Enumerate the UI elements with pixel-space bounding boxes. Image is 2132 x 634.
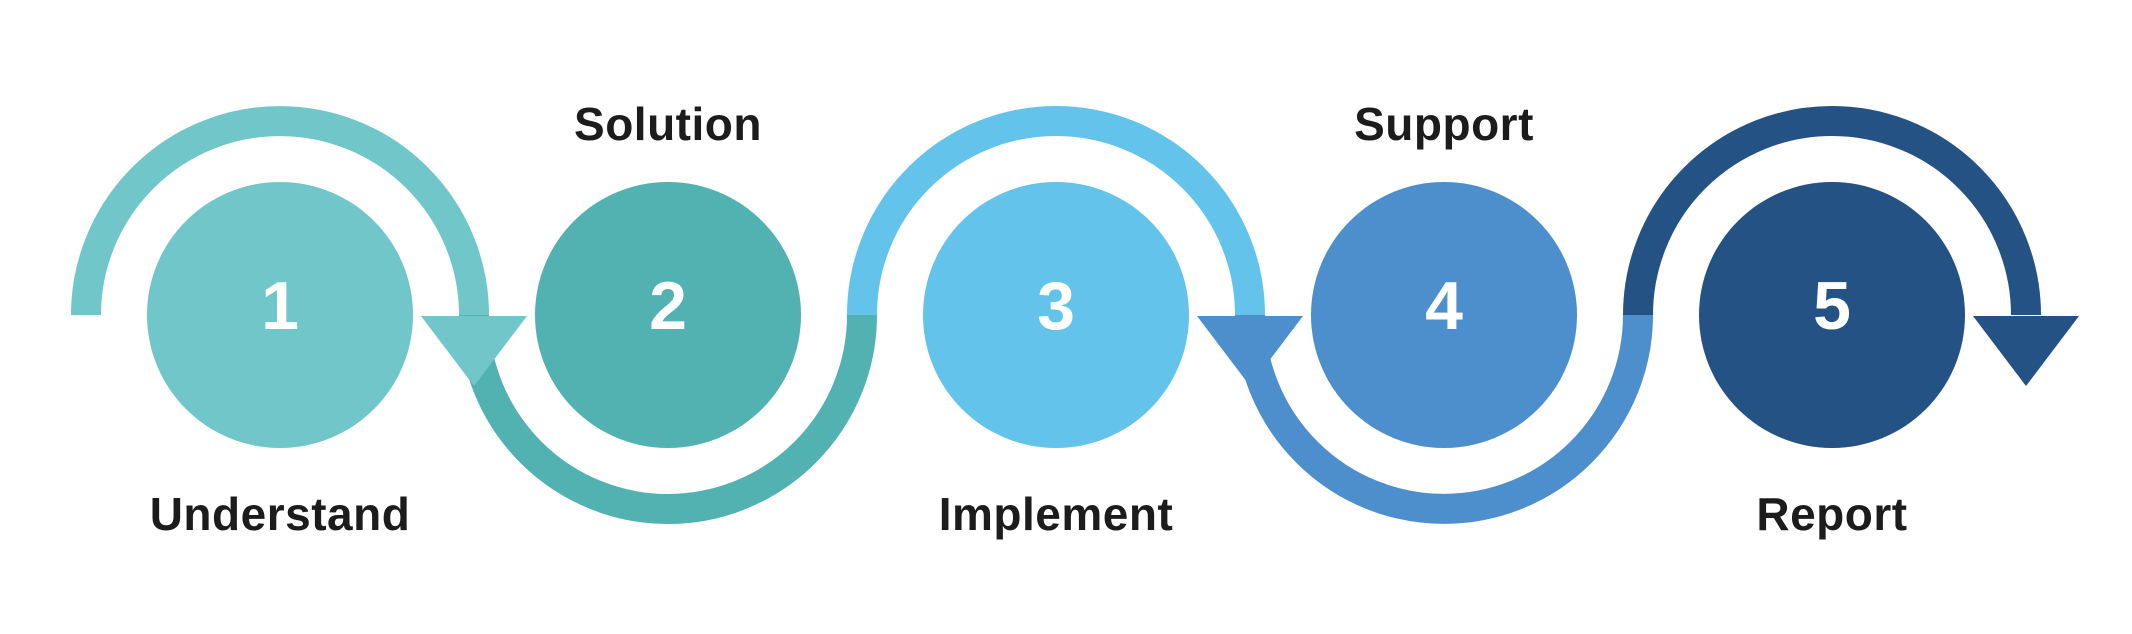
step-circle-4 (1311, 182, 1577, 448)
step-number-2: 2 (649, 268, 687, 344)
flow-arc-over-step-1 (71, 106, 489, 316)
step-label-2: Solution (574, 98, 762, 150)
flow-arc-under-step-4 (1235, 314, 1653, 524)
step-label-5: Report (1756, 488, 1907, 540)
step-number-5: 5 (1813, 268, 1851, 344)
step-number-3: 3 (1037, 268, 1075, 344)
step-number-4: 4 (1425, 268, 1463, 344)
step-circle-2 (535, 182, 801, 448)
step-circle-3 (923, 182, 1189, 448)
arrowhead-down-1 (421, 316, 527, 386)
arrowhead-down-2 (1197, 316, 1303, 386)
step-circle-1 (147, 182, 413, 448)
step-label-1: Understand (150, 488, 411, 540)
arrowhead-down-3 (1973, 316, 2079, 386)
flow-arc-over-step-5 (1623, 106, 2041, 316)
step-label-3: Implement (939, 488, 1174, 540)
flow-arc-over-step-3 (847, 106, 1265, 316)
step-number-1: 1 (261, 268, 299, 344)
flow-arc-under-step-2 (459, 314, 877, 524)
step-label-4: Support (1354, 98, 1534, 150)
step-circle-5 (1699, 182, 1965, 448)
